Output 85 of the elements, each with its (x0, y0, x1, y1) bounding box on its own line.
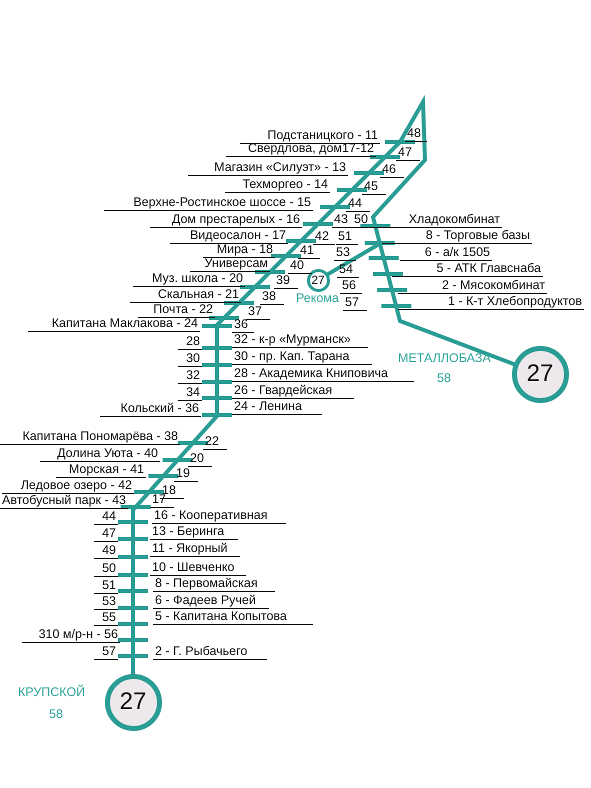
stop-label: 6 - Фадеев Ручей (153, 593, 269, 609)
stop-number: 55 (94, 610, 118, 626)
stop-label: Капитана Пономарёва - 38 (0, 429, 180, 445)
stop-label: 16 - Кооперативная (152, 508, 286, 524)
stop-label: Почта - 22 (138, 302, 215, 318)
stop-label: Скальная - 21 (130, 287, 241, 303)
stop-label: Дом престарелых - 16 (150, 212, 302, 228)
stop-number: 57 (94, 644, 118, 660)
stop-number: 41 (298, 243, 320, 259)
stop-number: 51 (336, 229, 358, 245)
stop-number: 19 (174, 466, 198, 482)
stop-number: 56 (340, 278, 362, 294)
stop-label: 26 - Гвардейская (232, 383, 354, 399)
stop-number: 40 (288, 258, 312, 274)
stop-label: Магазин «Силуэт» - 13 (188, 160, 348, 176)
terminal-stop-circle (306, 268, 330, 292)
stop-label: 24 - Ленина (232, 399, 322, 415)
stop-number: 30 (178, 351, 202, 367)
stop-number: 36 (232, 317, 254, 333)
stop-number: 39 (274, 273, 298, 289)
stop-number: 34 (178, 385, 202, 401)
stop-number: 48 (405, 126, 427, 142)
terminus-name: МЕТАЛЛОБАЗА (398, 351, 491, 365)
stop-label: Техморгео - 14 (225, 177, 330, 193)
stop-number: 43 (332, 212, 352, 228)
route-number: 27 (310, 272, 326, 289)
stop-label: 28 - Академика Книповича (232, 366, 414, 382)
stop-number: 47 (396, 145, 420, 161)
stop-label: 30 - пр. Кап. Тарана (232, 349, 372, 365)
stop-number: 46 (380, 162, 404, 178)
stop-number: 20 (188, 451, 212, 467)
route-line (131, 94, 515, 674)
stop-number: 53 (94, 594, 118, 610)
stop-label: 2 - Г. Рыбачьего (153, 644, 267, 660)
route-number: 27 (526, 359, 554, 389)
stop-label: Верхне-Ростинское шоссе - 15 (104, 195, 313, 211)
stop-number: 58 (49, 707, 63, 721)
stop-label: 32 - к-р «Мурманск» (232, 332, 368, 348)
stop-number: 51 (94, 578, 118, 594)
stop-label: Автобусный парк - 43 (0, 493, 128, 509)
stop-number: 53 (334, 245, 356, 261)
stop-label: 8 - Торговые базы (382, 228, 532, 244)
terminal-stop-circle (512, 346, 568, 402)
stop-number: 45 (362, 179, 386, 195)
stop-label: Долина Уюта - 40 (40, 446, 160, 462)
stop-number: 49 (94, 543, 118, 559)
terminus-name: Рекома (296, 291, 339, 305)
stop-label: Капитана Маклакова - 24 (28, 316, 200, 332)
stop-number: 50 (94, 561, 118, 577)
stop-label: 5 - Капитана Копытова (153, 609, 313, 625)
stop-number: 57 (343, 295, 367, 311)
stop-number: 54 (337, 262, 359, 278)
stop-label: Хладокомбинат (372, 212, 502, 228)
stop-label: Ледовое озеро - 42 (2, 478, 134, 494)
stop-number: 47 (94, 526, 118, 542)
terminal-stop-circle (104, 674, 162, 730)
stop-label: Мира - 18 (203, 242, 275, 258)
terminus-name: КРУПСКОЙ (18, 685, 86, 699)
route-number: 27 (118, 687, 148, 717)
stop-label: 6 - а/к 1505 (400, 245, 492, 261)
stop-label: Муз. школа - 20 (133, 271, 245, 287)
stop-number: 32 (178, 368, 202, 384)
stop-label: 10 - Шевченко (150, 560, 246, 576)
stop-label: 5 - АТК Главснаба (392, 261, 543, 277)
stop-label: Морская - 41 (56, 462, 146, 478)
stop-number: 44 (346, 196, 370, 212)
stop-label: Подстаницкого - 11 (240, 128, 380, 144)
stop-number: 28 (178, 334, 202, 350)
stop-number: 38 (260, 289, 284, 305)
stop-label: 310 м/р-н - 56 (22, 627, 120, 643)
stop-number: 50 (352, 212, 372, 228)
stop-label: 1 - К-т Хлебопродуктов (398, 294, 584, 310)
stop-label: 2 - Мясокомбинат (398, 278, 547, 294)
stop-label: Универсам (190, 256, 270, 272)
stop-label: 8 - Первомайская (153, 576, 275, 592)
stop-number: 44 (94, 509, 118, 525)
stop-label: Свердлова, дом17-12 (226, 141, 376, 157)
stop-label: 13 - Беринга (150, 524, 238, 540)
stop-number: 42 (313, 229, 335, 245)
stop-number: 22 (203, 434, 227, 450)
stop-number: 58 (437, 371, 451, 385)
stop-label: Кольский - 36 (100, 401, 201, 417)
stop-number: 37 (246, 304, 270, 320)
stop-label: Видеосалон - 17 (170, 228, 288, 244)
stop-label: 11 - Якорный (150, 541, 240, 557)
